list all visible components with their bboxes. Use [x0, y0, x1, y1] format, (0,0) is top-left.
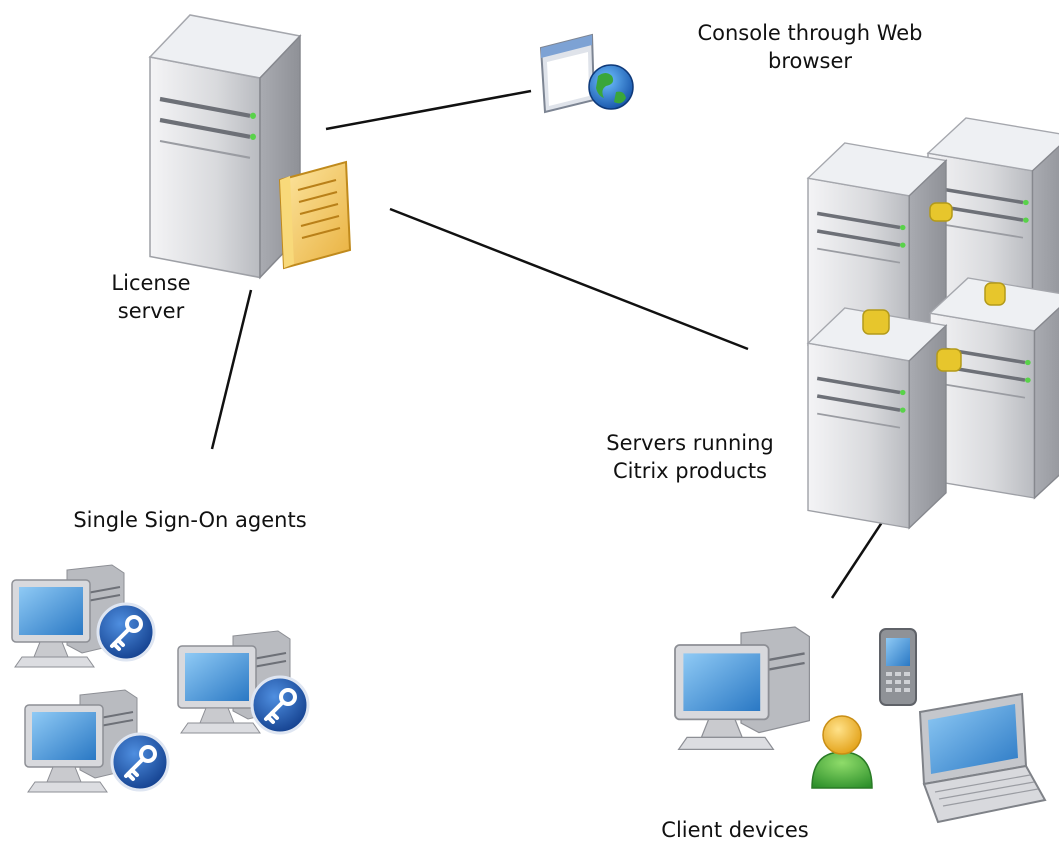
- client-devices-label: Client devices: [640, 816, 830, 844]
- mobile-phone-icon: [879, 628, 917, 706]
- sso-agents-label-line-1: Single Sign-On agents: [73, 508, 307, 532]
- computer-with-key-icon: [11, 564, 156, 668]
- console-label-line-2: browser: [767, 49, 853, 73]
- license-document-icon: [278, 160, 352, 270]
- computer-with-key-icon: [177, 630, 310, 735]
- citrix-servers-label-line-2: Citrix products: [612, 459, 767, 483]
- desktop-computer-icon: [673, 625, 811, 751]
- citrix-servers-label: Servers running Citrix products: [575, 429, 805, 485]
- edge-license-to-citrix-servers: [389, 207, 749, 351]
- license-server-label-line-1: License: [111, 271, 191, 295]
- user-icon: [811, 715, 873, 789]
- client-devices-group: [673, 625, 1047, 824]
- computer-with-key-icon: [24, 689, 170, 793]
- license-server-icon: [150, 15, 352, 278]
- cluster-connectors: [862, 202, 1006, 372]
- license-server-label: License server: [96, 269, 206, 325]
- sso-agents-group: [11, 564, 310, 793]
- edge-license-to-sso-agents: [210, 289, 253, 450]
- sso-agents-label: Single Sign-On agents: [50, 506, 330, 534]
- citrix-servers-label-line-1: Servers running: [606, 431, 774, 455]
- web-browser-globe-icon: [539, 33, 634, 114]
- license-server-label-line-2: server: [117, 299, 185, 323]
- laptop-icon: [918, 692, 1047, 824]
- console-label: Console through Web browser: [660, 19, 960, 75]
- server-cluster-icon: [806, 116, 1059, 530]
- console-label-line-1: Console through Web: [697, 21, 923, 45]
- client-devices-label-line-1: Client devices: [661, 818, 809, 842]
- edge-license-to-console: [325, 89, 532, 131]
